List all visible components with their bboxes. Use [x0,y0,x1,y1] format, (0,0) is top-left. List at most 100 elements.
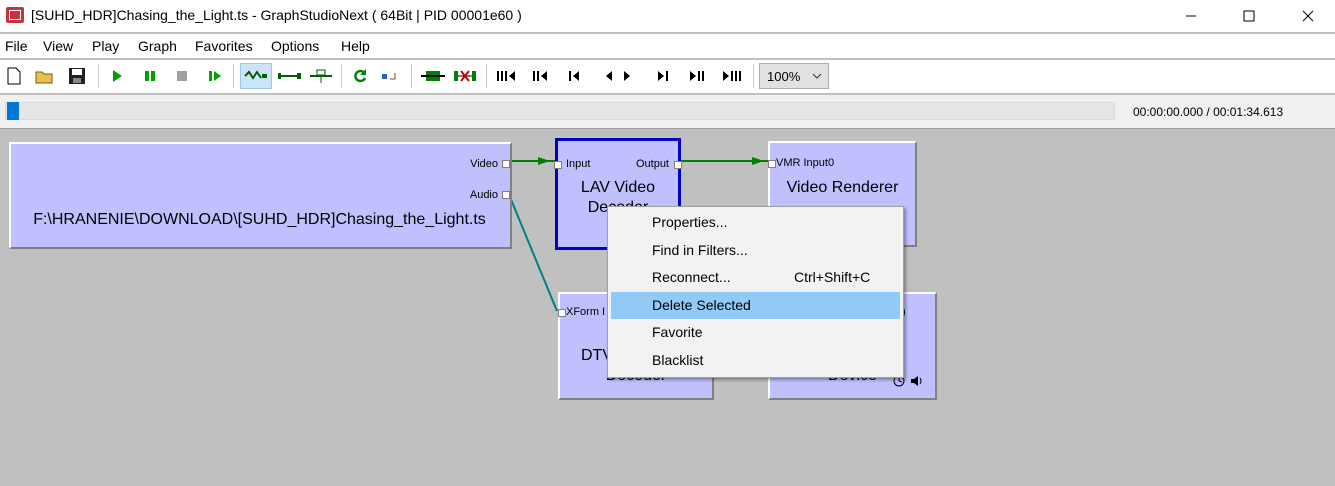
pin-audio: Audio [469,189,498,201]
stop-icon [177,71,187,81]
pin-audio-output[interactable] [502,191,510,199]
smart-connect-icon [310,69,332,83]
ctx-label: Find in Filters... [652,242,748,258]
source-filter[interactable]: Video Audio F:\HRANENIE\DOWNLOAD\[SUHD_H… [9,142,512,249]
add-filter-button[interactable] [420,63,446,89]
open-button[interactable] [34,63,56,89]
menu-file[interactable]: File [5,38,28,54]
prev-next-icon [606,71,630,81]
pin-xform-label: XForm I [566,306,606,318]
frame-end-button[interactable] [721,63,743,89]
connection-arrow [752,157,764,165]
graphstudio-icon [6,7,24,23]
menu-play[interactable]: Play [92,38,120,54]
filter-name: F:\HRANENIE\DOWNLOAD\[SUHD_HDR]Chasing_t… [33,211,486,228]
ctx-label: Delete Selected [652,297,751,313]
filter-name-line2: DTV [581,347,613,364]
seek-bar-row: 00:00:00.000 / 00:01:34.613 [0,95,1335,128]
close-button[interactable] [1285,0,1331,31]
back-icon [569,71,579,81]
smart-connect-button[interactable] [307,63,335,89]
pin-video: Video [470,158,498,170]
pin-input-label: Input [566,158,591,170]
pause-icon [145,71,155,81]
save-button[interactable] [66,63,88,89]
seek-icon [382,73,396,80]
seek-track[interactable] [5,102,1115,120]
menu-view[interactable]: View [43,38,74,54]
refresh-button[interactable] [349,63,371,89]
menu-bar: File View Play Graph Favorites Options H… [0,34,1335,58]
time-readout: 00:00:00.000 / 00:01:34.613 [1133,105,1284,119]
step-icon [209,71,221,81]
back-button[interactable] [563,63,585,89]
stop-button[interactable] [171,63,193,89]
close-icon [1302,10,1314,21]
window-title: [SUHD_HDR]Chasing_the_Light.ts - GraphSt… [31,7,522,23]
ctx-label: Blacklist [652,352,704,368]
forward-button[interactable] [652,63,674,89]
ctx-label: Favorite [652,324,703,340]
step-button[interactable] [204,63,226,89]
pin-output[interactable] [674,161,682,169]
connection-arrow [538,157,550,165]
pin-input[interactable] [554,161,562,169]
open-icon [35,71,53,84]
forward-fast-button[interactable] [686,63,708,89]
ctx-shortcut: Ctrl+Shift+C [794,269,871,285]
frame-end-icon [723,71,741,81]
seek-button[interactable] [379,63,401,89]
save-icon [69,68,85,84]
menu-favorites[interactable]: Favorites [195,38,253,54]
new-icon [7,67,21,85]
frame-start-icon [497,71,515,81]
context-menu: Properties... Find in Filters... Reconne… [607,206,904,378]
back-fast-button[interactable] [529,63,551,89]
minimize-icon [1186,15,1196,16]
menu-help[interactable]: Help [341,38,370,54]
play-button[interactable] [106,63,128,89]
menu-options[interactable]: Options [271,38,320,54]
ctx-label: Properties... [652,214,728,230]
ctx-reconnect[interactable]: Reconnect... Ctrl+Shift+C [611,264,900,291]
title-bar: [SUHD_HDR]Chasing_the_Light.ts - GraphSt… [0,0,1335,32]
pin-vmr-input[interactable] [768,160,776,168]
pin-video-output[interactable] [502,160,510,168]
ctx-blacklist[interactable]: Blacklist [611,347,900,374]
back-fast-icon [533,71,547,81]
filter-name: Video Renderer [786,179,899,196]
zoom-value: 100% [767,69,801,84]
connect-mode-button[interactable] [240,63,272,89]
seek-thumb[interactable] [7,102,19,120]
play-icon [113,70,122,82]
pin-output-label: Output [635,158,669,170]
ctx-properties[interactable]: Properties... [611,209,900,236]
prev-next-button[interactable] [600,63,636,89]
connect-mode-icon [244,70,267,80]
menu-graph[interactable]: Graph [138,38,177,54]
pin-xform-input[interactable] [558,309,566,317]
zoom-dropdown[interactable]: 100% [759,63,829,89]
remove-filter-button[interactable] [452,63,478,89]
minimize-button[interactable] [1168,0,1214,31]
new-button[interactable] [3,63,25,89]
filter-icon [421,71,445,81]
frame-start-button[interactable] [495,63,517,89]
direct-connect-icon [278,73,301,79]
pause-button[interactable] [139,63,161,89]
toolbar [0,60,1335,93]
connection-lines [509,157,769,312]
filter-name-line1: LAV Video [580,179,656,196]
forward-fast-icon [690,71,704,81]
ctx-label: Reconnect... [652,269,731,285]
ctx-delete-selected[interactable]: Delete Selected [611,292,900,319]
audio-connection[interactable] [509,196,558,312]
direct-connect-button[interactable] [276,63,304,89]
pin-vmr-label: VMR Input0 [776,157,835,169]
speaker-icon [911,376,922,386]
remove-filter-icon [454,70,476,82]
maximize-button[interactable] [1226,0,1272,31]
ctx-find-in-filters[interactable]: Find in Filters... [611,237,900,264]
refresh-icon [354,69,367,83]
ctx-favorite[interactable]: Favorite [611,319,900,346]
